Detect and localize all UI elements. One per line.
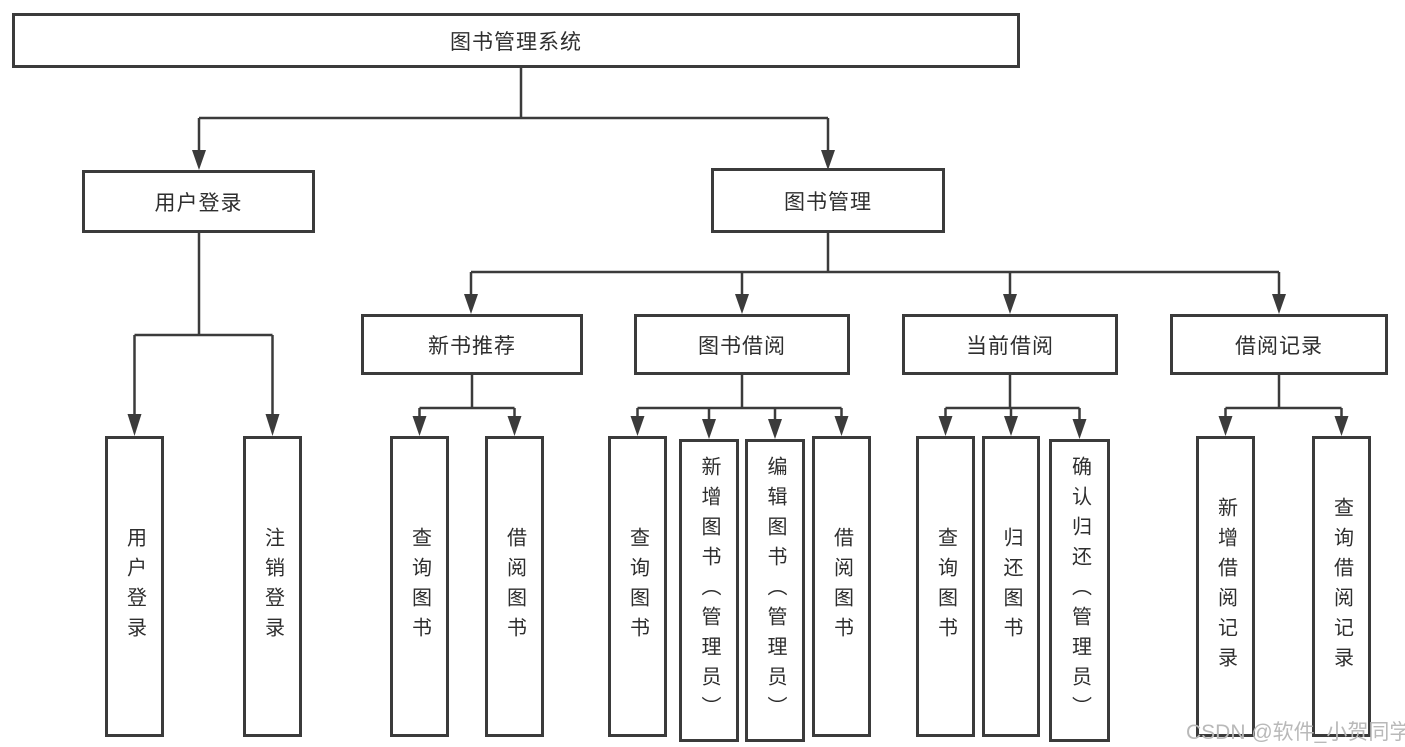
leaf-query-borrow-record-label: 查询借阅记录 xyxy=(1330,496,1353,677)
leaf-logout-label: 注销登录 xyxy=(261,526,284,647)
node-root-label: 图书管理系统 xyxy=(450,30,582,54)
node-root: 图书管理系统 xyxy=(12,13,1020,68)
node-book-management: 图书管理 xyxy=(711,168,945,233)
leaf-add-borrow-record-label: 新增借阅记录 xyxy=(1214,496,1237,677)
leaf-query-book-2-label: 查询图书 xyxy=(626,526,649,647)
node-book-management-label: 图书管理 xyxy=(784,190,872,214)
leaf-borrow-book-2-label: 借阅图书 xyxy=(830,526,853,647)
leaf-confirm-return-admin-label: 确认归还（管理员） xyxy=(1068,455,1091,726)
node-current-borrowing: 当前借阅 xyxy=(902,314,1118,375)
leaf-add-book-admin: 新增图书（管理员） xyxy=(679,439,739,742)
leaf-query-book-3-label: 查询图书 xyxy=(934,526,957,647)
node-user-login: 用户登录 xyxy=(82,170,315,233)
node-borrowing-records-label: 借阅记录 xyxy=(1235,334,1323,358)
node-book-borrowing: 图书借阅 xyxy=(634,314,850,375)
node-book-borrowing-label: 图书借阅 xyxy=(698,334,786,358)
leaf-edit-book-admin: 编辑图书（管理员） xyxy=(745,439,805,742)
leaf-add-book-admin-label: 新增图书（管理员） xyxy=(698,455,720,726)
node-borrowing-records: 借阅记录 xyxy=(1170,314,1388,375)
leaf-confirm-return-admin: 确认归还（管理员） xyxy=(1049,439,1110,742)
leaf-edit-book-admin-label: 编辑图书（管理员） xyxy=(764,455,786,726)
leaf-user-login: 用户登录 xyxy=(105,436,164,737)
leaf-return-book: 归还图书 xyxy=(982,436,1040,737)
leaf-return-book-label: 归还图书 xyxy=(1000,526,1022,647)
leaf-logout: 注销登录 xyxy=(243,436,302,737)
node-user-login-label: 用户登录 xyxy=(154,191,243,215)
leaf-borrow-book-2: 借阅图书 xyxy=(812,436,871,737)
leaf-borrow-book-1-label: 借阅图书 xyxy=(503,526,526,647)
node-new-book-recommend-label: 新书推荐 xyxy=(428,334,516,358)
leaf-query-book-1: 查询图书 xyxy=(390,436,449,737)
leaf-query-borrow-record: 查询借阅记录 xyxy=(1312,436,1371,737)
leaf-query-book-3: 查询图书 xyxy=(916,436,975,737)
leaf-add-borrow-record: 新增借阅记录 xyxy=(1196,436,1255,737)
leaf-borrow-book-1: 借阅图书 xyxy=(485,436,544,737)
leaf-query-book-2: 查询图书 xyxy=(608,436,667,737)
node-current-borrowing-label: 当前借阅 xyxy=(966,334,1054,358)
leaf-user-login-label: 用户登录 xyxy=(123,526,146,647)
csdn-watermark: CSDN @软件_小贺同学 xyxy=(1186,721,1405,744)
node-new-book-recommend: 新书推荐 xyxy=(361,314,583,375)
leaf-query-book-1-label: 查询图书 xyxy=(408,526,431,647)
